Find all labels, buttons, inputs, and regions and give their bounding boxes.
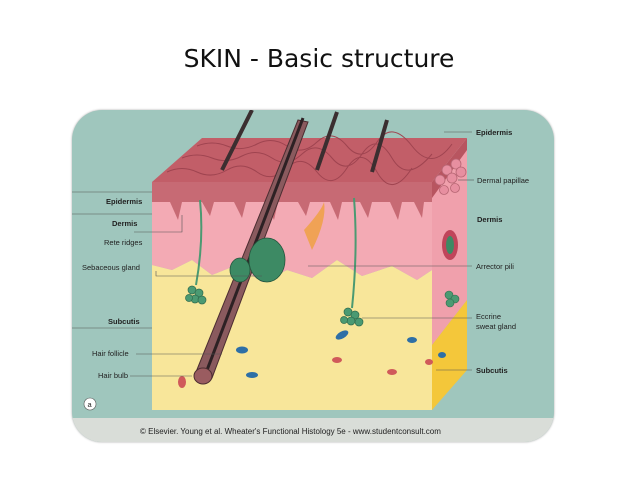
left-leader-lines	[72, 191, 262, 377]
epidermis-layer	[152, 182, 432, 220]
dermal-papillae-cluster	[434, 158, 467, 195]
label-arrector-pili: Arrector pili	[476, 262, 514, 271]
label-subcutis-left: Subcutis	[108, 317, 140, 326]
label-subcutis-right: Subcutis	[476, 366, 508, 375]
label-dermis-right: Dermis	[477, 215, 502, 224]
label-rete-ridges: Rete ridges	[104, 238, 143, 247]
skin-diagram-frame: Epidermis Dermis Rete ridges Sebaceous g…	[72, 110, 554, 442]
side-sweat-gland	[444, 290, 460, 308]
label-eccrine: Eccrine	[476, 312, 501, 321]
hair-bulb	[193, 367, 213, 385]
panel-letter-badge	[83, 397, 97, 411]
label-sweat-gland: sweat gland	[476, 322, 516, 331]
arrector-pili-muscle	[304, 202, 325, 250]
skin-surface-top	[152, 138, 467, 182]
slide-title: SKIN - Basic structure	[183, 44, 455, 73]
label-epidermis-right: Epidermis	[476, 128, 512, 137]
label-epidermis-left: Epidermis	[106, 197, 142, 206]
sweat-gland-right	[340, 197, 364, 327]
hair-shaft-middle	[315, 111, 339, 171]
hair-shaft-right	[370, 119, 389, 173]
hair-shaft-left	[220, 110, 254, 171]
credit-caption: © Elsevier. Young et al. Wheater's Funct…	[140, 427, 441, 436]
side-face-subcutis	[432, 300, 467, 410]
caption-bar	[72, 418, 554, 442]
label-dermal-papillae: Dermal papillae	[477, 176, 529, 185]
label-hair-follicle: Hair follicle	[92, 349, 129, 358]
label-hair-bulb: Hair bulb	[98, 371, 128, 380]
blood-vessels	[178, 330, 446, 388]
label-sebaceous-gland: Sebaceous gland	[82, 263, 140, 272]
label-dermis-left: Dermis	[112, 219, 137, 228]
skin-structure-illustration: Epidermis Dermis Rete ridges Sebaceous g…	[72, 110, 554, 442]
dermis-layer	[152, 200, 432, 282]
subcutis-layer	[152, 260, 432, 410]
right-leader-lines	[308, 131, 474, 371]
panel-letter: a	[88, 400, 93, 409]
side-vessel-core	[446, 236, 454, 254]
